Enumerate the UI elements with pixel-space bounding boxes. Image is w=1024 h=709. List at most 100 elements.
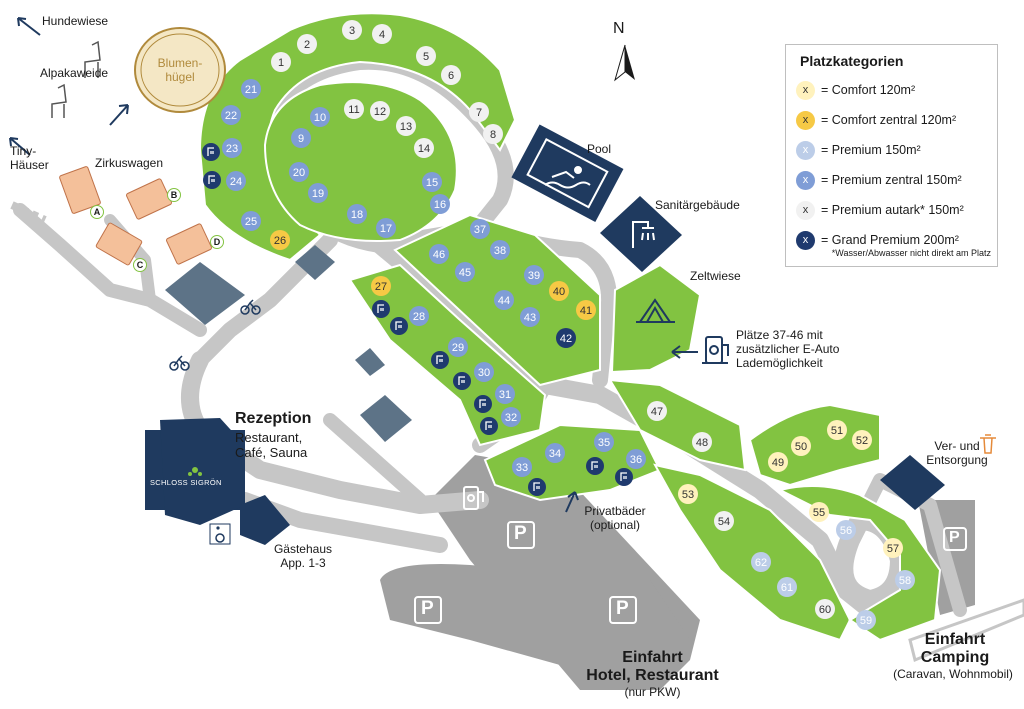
legend-label: = Grand Premium 200m² <box>821 233 959 247</box>
private-bath-icon <box>372 300 390 318</box>
pitch-7[interactable]: 7 <box>469 102 489 122</box>
pitch-15[interactable]: 15 <box>422 172 442 192</box>
pitch-5[interactable]: 5 <box>416 46 436 66</box>
pitch-8[interactable]: 8 <box>483 124 503 144</box>
pitch-39[interactable]: 39 <box>524 265 544 285</box>
pitch-13[interactable]: 13 <box>396 116 416 136</box>
pitch-number: 10 <box>314 112 326 124</box>
cabin-d[interactable]: D <box>210 235 224 249</box>
pitch-49[interactable]: 49 <box>768 452 788 472</box>
pitch-28[interactable]: 28 <box>409 306 429 326</box>
pitch-9[interactable]: 9 <box>291 128 311 148</box>
pitch-21[interactable]: 21 <box>241 79 261 99</box>
pitch-34[interactable]: 34 <box>545 443 565 463</box>
pitch-1[interactable]: 1 <box>271 52 291 72</box>
pitch-marker <box>576 300 596 320</box>
pitch-number: 9 <box>298 133 304 145</box>
pitch-30[interactable]: 30 <box>474 362 494 382</box>
pitch-53[interactable]: 53 <box>678 484 698 504</box>
pitch-3[interactable]: 3 <box>342 20 362 40</box>
pitch-number: 11 <box>348 104 359 116</box>
pitch-number: 57 <box>887 543 899 555</box>
pitch-43[interactable]: 43 <box>520 307 540 327</box>
pitch-marker <box>751 552 771 572</box>
ev-charger-icon <box>702 336 729 364</box>
pitch-29[interactable]: 29 <box>448 337 468 357</box>
parking-label: P <box>514 523 527 544</box>
pitch-60[interactable]: 60 <box>815 599 835 619</box>
pitch-17[interactable]: 17 <box>376 218 396 238</box>
pitch-36[interactable]: 36 <box>626 449 646 469</box>
pitch-marker <box>626 449 646 469</box>
blumenhuegel <box>134 27 226 113</box>
cabin-a[interactable]: A <box>90 205 104 219</box>
pitch-51[interactable]: 51 <box>827 420 847 440</box>
pitch-45[interactable]: 45 <box>455 262 475 282</box>
pitch-marker <box>469 102 489 122</box>
pitch-57[interactable]: 57 <box>883 538 903 558</box>
pitch-32[interactable]: 32 <box>501 407 521 427</box>
label-blumenhuegel: Blumen-hügel <box>157 56 203 84</box>
pitch-12[interactable]: 12 <box>370 101 390 121</box>
guesthouse-building <box>240 495 290 545</box>
pitch-marker <box>815 599 835 619</box>
pitch-11[interactable]: 11 <box>344 99 364 119</box>
pitch-37[interactable]: 37 <box>470 219 490 239</box>
pitch-25[interactable]: 25 <box>241 211 261 231</box>
pitch-38[interactable]: 38 <box>490 240 510 260</box>
pitch-40[interactable]: 40 <box>549 281 569 301</box>
pitch-6[interactable]: 6 <box>441 65 461 85</box>
pitch-27[interactable]: 27 <box>371 276 391 296</box>
pitch-16[interactable]: 16 <box>430 194 450 214</box>
pitch-19[interactable]: 19 <box>308 183 328 203</box>
cabin-c[interactable]: C <box>133 258 147 272</box>
pitch-56[interactable]: 56 <box>836 520 856 540</box>
label-einfahrt-camping-note: (Caravan, Wohnmobil) <box>893 667 1013 681</box>
pitch-marker <box>827 420 847 440</box>
pitch-2[interactable]: 2 <box>297 34 317 54</box>
pitch-24[interactable]: 24 <box>226 171 246 191</box>
pitch-35[interactable]: 35 <box>594 432 614 452</box>
pitch-44[interactable]: 44 <box>494 290 514 310</box>
pitch-number: 44 <box>498 295 510 307</box>
pitch-marker <box>647 401 667 421</box>
pitch-46[interactable]: 46 <box>429 244 449 264</box>
pitch-marker <box>270 230 290 250</box>
pitch-marker <box>524 265 544 285</box>
pitch-marker <box>371 276 391 296</box>
pitch-20[interactable]: 20 <box>289 162 309 182</box>
pitch-number: 52 <box>856 435 868 447</box>
pitch-marker <box>556 328 576 348</box>
pitch-23[interactable]: 23 <box>222 138 242 158</box>
pitch-59[interactable]: 59 <box>856 610 876 630</box>
pitch-10[interactable]: 10 <box>310 107 330 127</box>
legend-swatch: x <box>796 200 815 220</box>
pitch-62[interactable]: 62 <box>751 552 771 572</box>
pitch-48[interactable]: 48 <box>692 432 712 452</box>
pitch-61[interactable]: 61 <box>777 577 797 597</box>
pitch-52[interactable]: 52 <box>852 430 872 450</box>
pitch-26[interactable]: 26 <box>270 230 290 250</box>
pitch-14[interactable]: 14 <box>414 138 434 158</box>
pitch-number: 45 <box>459 267 471 279</box>
pitch-22[interactable]: 22 <box>221 105 241 125</box>
pitch-31[interactable]: 31 <box>495 384 515 404</box>
pitch-55[interactable]: 55 <box>809 502 829 522</box>
shower-icon <box>632 221 655 248</box>
pitch-41[interactable]: 41 <box>576 300 596 320</box>
pitch-42[interactable]: 42 <box>556 328 576 348</box>
pitch-18[interactable]: 18 <box>347 204 367 224</box>
pitch-47[interactable]: 47 <box>647 401 667 421</box>
legend-item: x= Premium autark* 150m² <box>796 200 964 220</box>
alpaca-icon <box>51 40 101 118</box>
pitch-50[interactable]: 50 <box>791 436 811 456</box>
pitch-4[interactable]: 4 <box>372 24 392 44</box>
pitch-number: 5 <box>423 51 429 63</box>
pitch-54[interactable]: 54 <box>714 511 734 531</box>
pitch-58[interactable]: 58 <box>895 570 915 590</box>
pitch-number: 30 <box>478 367 490 379</box>
cabin-b[interactable]: B <box>167 188 181 202</box>
pitch-33[interactable]: 33 <box>512 457 532 477</box>
